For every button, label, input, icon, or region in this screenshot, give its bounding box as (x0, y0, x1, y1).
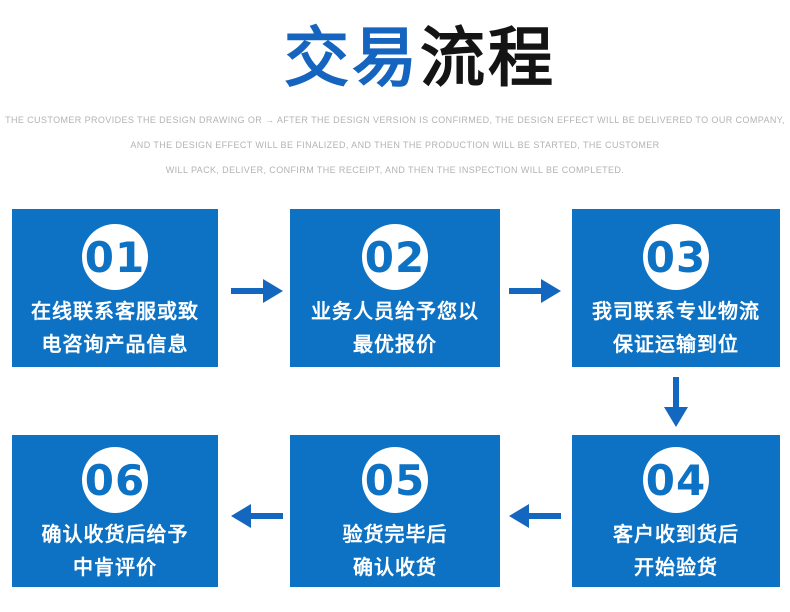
step-number-badge: 04 (643, 447, 709, 513)
step-text-line-1: 客户收到货后 (613, 524, 739, 546)
step-text-line-2: 开始验货 (634, 557, 718, 579)
step-number: 05 (364, 455, 426, 505)
step-number: 02 (364, 232, 426, 282)
arrow-down-icon (662, 377, 690, 427)
subtitle-line-2: AND THE DESIGN EFFECT WILL BE FINALIZED,… (130, 140, 660, 150)
arrow-right-icon (509, 277, 561, 305)
step-box-5: 05 验货完毕后 确认收货 (290, 435, 500, 587)
arrow-left-icon (509, 502, 561, 530)
page-title-highlight: 交易 (283, 21, 420, 94)
step-text-line-2: 确认收货 (353, 557, 437, 579)
step-box-4: 04 客户收到货后 开始验货 (572, 435, 780, 587)
step-box-6: 06 确认收货后给予 中肯评价 (12, 435, 218, 587)
subtitle-line-3: WILL PACK, DELIVER, CONFIRM THE RECEIPT,… (165, 165, 625, 175)
arrow-left-icon (231, 502, 283, 530)
step-number: 04 (645, 455, 707, 505)
step-text-line-1: 确认收货后给予 (41, 524, 189, 546)
page-title-rest: 流程 (420, 21, 557, 94)
page-title: 交易流程 (50, 12, 790, 104)
step-text-line-1: 我司联系专业物流 (592, 301, 760, 323)
step-number: 03 (645, 232, 707, 282)
step-text-line-1: 在线联系客服或致 (31, 301, 199, 323)
step-box-2: 02 业务人员给予您以 最优报价 (290, 209, 500, 367)
step-number-badge: 06 (82, 447, 148, 513)
step-box-1: 01 在线联系客服或致 电咨询产品信息 (12, 209, 218, 367)
step-text-line-2: 最优报价 (353, 334, 437, 356)
step-number-badge: 02 (362, 224, 428, 290)
step-text-line-2: 电咨询产品信息 (41, 334, 189, 356)
arrow-right-icon (231, 277, 283, 305)
step-number: 01 (84, 232, 146, 282)
step-number-badge: 03 (643, 224, 709, 290)
subtitle-line-1: THE CUSTOMER PROVIDES THE DESIGN DRAWING… (5, 115, 785, 125)
step-text-line-1: 验货完毕后 (342, 524, 448, 546)
step-text-line-2: 中肯评价 (73, 557, 157, 579)
step-text-line-2: 保证运输到位 (613, 334, 739, 356)
step-box-3: 03 我司联系专业物流 保证运输到位 (572, 209, 780, 367)
step-number-badge: 01 (82, 224, 148, 290)
step-number: 06 (84, 455, 146, 505)
step-text-line-1: 业务人员给予您以 (311, 301, 479, 323)
step-number-badge: 05 (362, 447, 428, 513)
